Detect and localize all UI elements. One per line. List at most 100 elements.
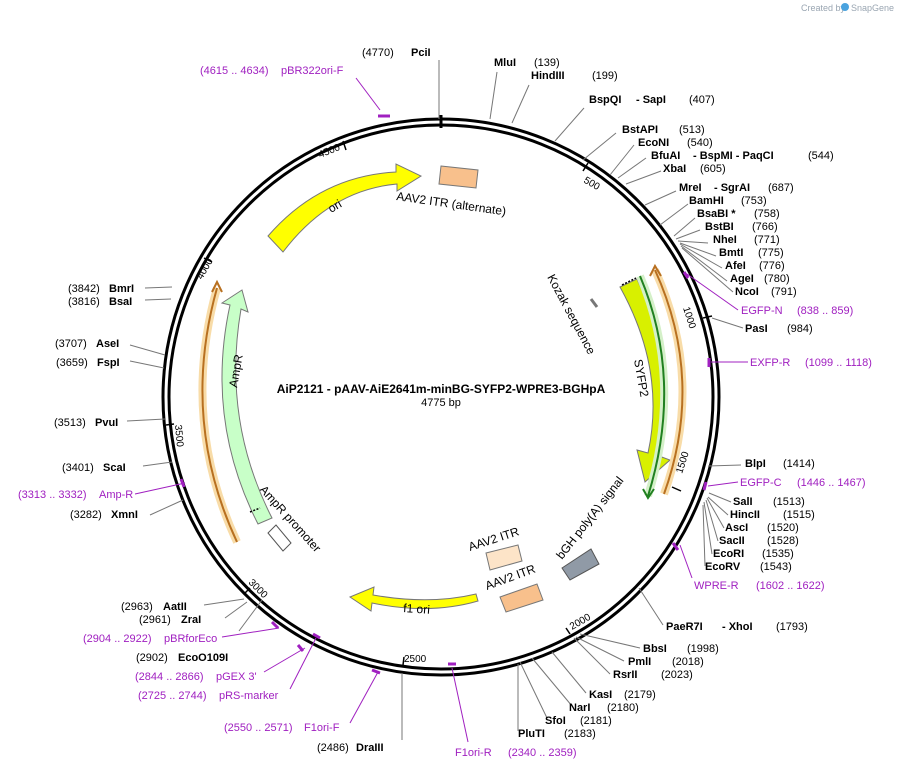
kasi-pos: (2179)	[624, 689, 656, 701]
bbsi-pos: (1998)	[687, 643, 719, 655]
zrai-name: ZraI	[181, 614, 201, 626]
bsabi-name: BsaBI *	[697, 208, 736, 220]
bmti-pos: (775)	[758, 247, 784, 259]
paer7i-name: PaeR7I	[666, 621, 703, 633]
paer7i-extra: - XhoI	[722, 621, 753, 633]
pgex3-range: (2844 .. 2866)	[135, 671, 204, 683]
xbai-name: XbaI	[663, 163, 686, 175]
exfpr-name: EXFP-R	[750, 357, 790, 369]
wprer-name: WPRE-R	[694, 580, 739, 592]
itr-box-1	[485, 544, 523, 571]
econi-pos: (540)	[687, 137, 713, 149]
sfoi-pos: (2181)	[580, 715, 612, 727]
bsabi-pos: (758)	[754, 208, 780, 220]
hindiii-pos: (199)	[592, 70, 618, 82]
f1orif-name: F1ori-F	[304, 722, 340, 734]
aatii-pos: (2963)	[121, 601, 153, 613]
blpi-pos: (1414)	[783, 458, 815, 470]
pcii-pos: (4770)	[362, 47, 394, 59]
pvui-name: PvuI	[95, 417, 118, 429]
bsai-name: BsaI	[109, 296, 132, 308]
f1orir-range: (2340 .. 2359)	[508, 747, 577, 759]
ecorv-name: EcoRV	[705, 561, 741, 573]
ecoo109i-name: EcoO109I	[178, 652, 228, 664]
primer-lines	[134, 77, 748, 743]
kozak-marker	[589, 298, 599, 308]
bmri-pos: (3842)	[68, 283, 100, 295]
hincii-name: HincII	[730, 509, 760, 521]
ampr-primer-range: (3313 .. 3332)	[18, 489, 87, 501]
bgh-polya-box	[561, 548, 600, 581]
pbr322ori-name: pBR322ori-F	[281, 65, 344, 77]
itr-alternate-label: AAV2 ITR (alternate)	[396, 189, 507, 218]
fspi-pos: (3659)	[56, 357, 88, 369]
nari-pos: (2180)	[607, 702, 639, 714]
bstapi-name: BstAPI	[622, 124, 658, 136]
asci-name: AscI	[725, 522, 748, 534]
hindiii-name: HindIII	[531, 70, 565, 82]
mrei-extra: - SgrAI	[714, 182, 750, 194]
egfpc-name: EGFP-C	[740, 477, 782, 489]
pcii-name: PciI	[411, 47, 431, 59]
bfuai-name: BfuAI	[651, 150, 680, 162]
nhei-pos: (771)	[754, 234, 780, 246]
bspqi-extra: - SapI	[636, 94, 666, 106]
xbai-pos: (605)	[700, 163, 726, 175]
pmli-name: PmlI	[628, 656, 651, 668]
egfpc-range: (1446 .. 1467)	[797, 477, 866, 489]
bamhi-pos: (753)	[741, 195, 767, 207]
brand-text: SnapGene	[851, 3, 894, 13]
tick-500: 500	[582, 175, 602, 193]
bmti-name: BmtI	[719, 247, 743, 259]
mlui-pos: (139)	[534, 57, 560, 69]
afei-name: AfeI	[725, 260, 746, 272]
bsai-pos: (3816)	[68, 296, 100, 308]
draiii-name: DraIII	[356, 742, 384, 754]
ori-arrow	[267, 163, 423, 253]
ori-label: ori	[326, 197, 345, 216]
egfpn-name: EGFP-N	[741, 305, 783, 317]
enzyme-labels-right: (4770) PciI MluI (139) HindIII (199) Bsp…	[362, 47, 834, 740]
ecorv-pos: (1543)	[760, 561, 792, 573]
ncoi-name: NcoI	[735, 286, 759, 298]
syfp2-label: SYFP2	[631, 358, 651, 398]
sali-name: SalI	[733, 496, 753, 508]
pluti-name: PluTI	[518, 728, 545, 740]
xmni-name: XmnI	[111, 509, 138, 521]
bstapi-pos: (513)	[679, 124, 705, 136]
plasmid-length: 4775 bp	[421, 397, 461, 409]
credit-text: Created by	[801, 3, 846, 13]
paer7i-pos: (1793)	[776, 621, 808, 633]
sali-pos: (1513)	[773, 496, 805, 508]
bspqi-name: BspQI	[589, 94, 621, 106]
snapgene-logo-icon	[841, 3, 849, 11]
prsmarker-name: pRS-marker	[219, 690, 279, 702]
pbr322ori-range: (4615 .. 4634)	[200, 65, 269, 77]
rsrii-pos: (2023)	[661, 669, 693, 681]
bfuai-pos: (544)	[808, 150, 834, 162]
pbrforeco-range: (2904 .. 2922)	[83, 633, 152, 645]
pvui-pos: (3513)	[54, 417, 86, 429]
mrei-pos: (687)	[768, 182, 794, 194]
kasi-name: KasI	[589, 689, 612, 701]
bstbi-pos: (766)	[752, 221, 778, 233]
hincii-pos: (1515)	[783, 509, 815, 521]
kozak-label: Kozak sequence	[544, 272, 598, 357]
ecori-name: EcoRI	[713, 548, 744, 560]
scai-pos: (3401)	[62, 462, 94, 474]
pgex3-name: pGEX 3'	[216, 671, 257, 683]
pasi-name: PasI	[745, 323, 768, 335]
f1-ori-label: f1 ori	[403, 601, 431, 617]
sacii-name: SacII	[719, 535, 745, 547]
bfuai-extra: - BspMI - PaqCI	[693, 150, 774, 162]
ampr-primer-name: Amp-R	[99, 489, 133, 501]
pbrforeco-name: pBRforEco	[164, 633, 217, 645]
afei-pos: (776)	[759, 260, 785, 272]
exfpr-range: (1099 .. 1118)	[805, 357, 872, 369]
plasmid-title: AiP2121 - pAAV-AiE2641m-minBG-SYFP2-WPRE…	[277, 382, 606, 396]
ecoo109i-pos: (2902)	[136, 652, 168, 664]
bstbi-name: BstBI	[705, 221, 734, 233]
agei-pos: (780)	[764, 273, 790, 285]
itr-alternate-box	[438, 165, 479, 189]
